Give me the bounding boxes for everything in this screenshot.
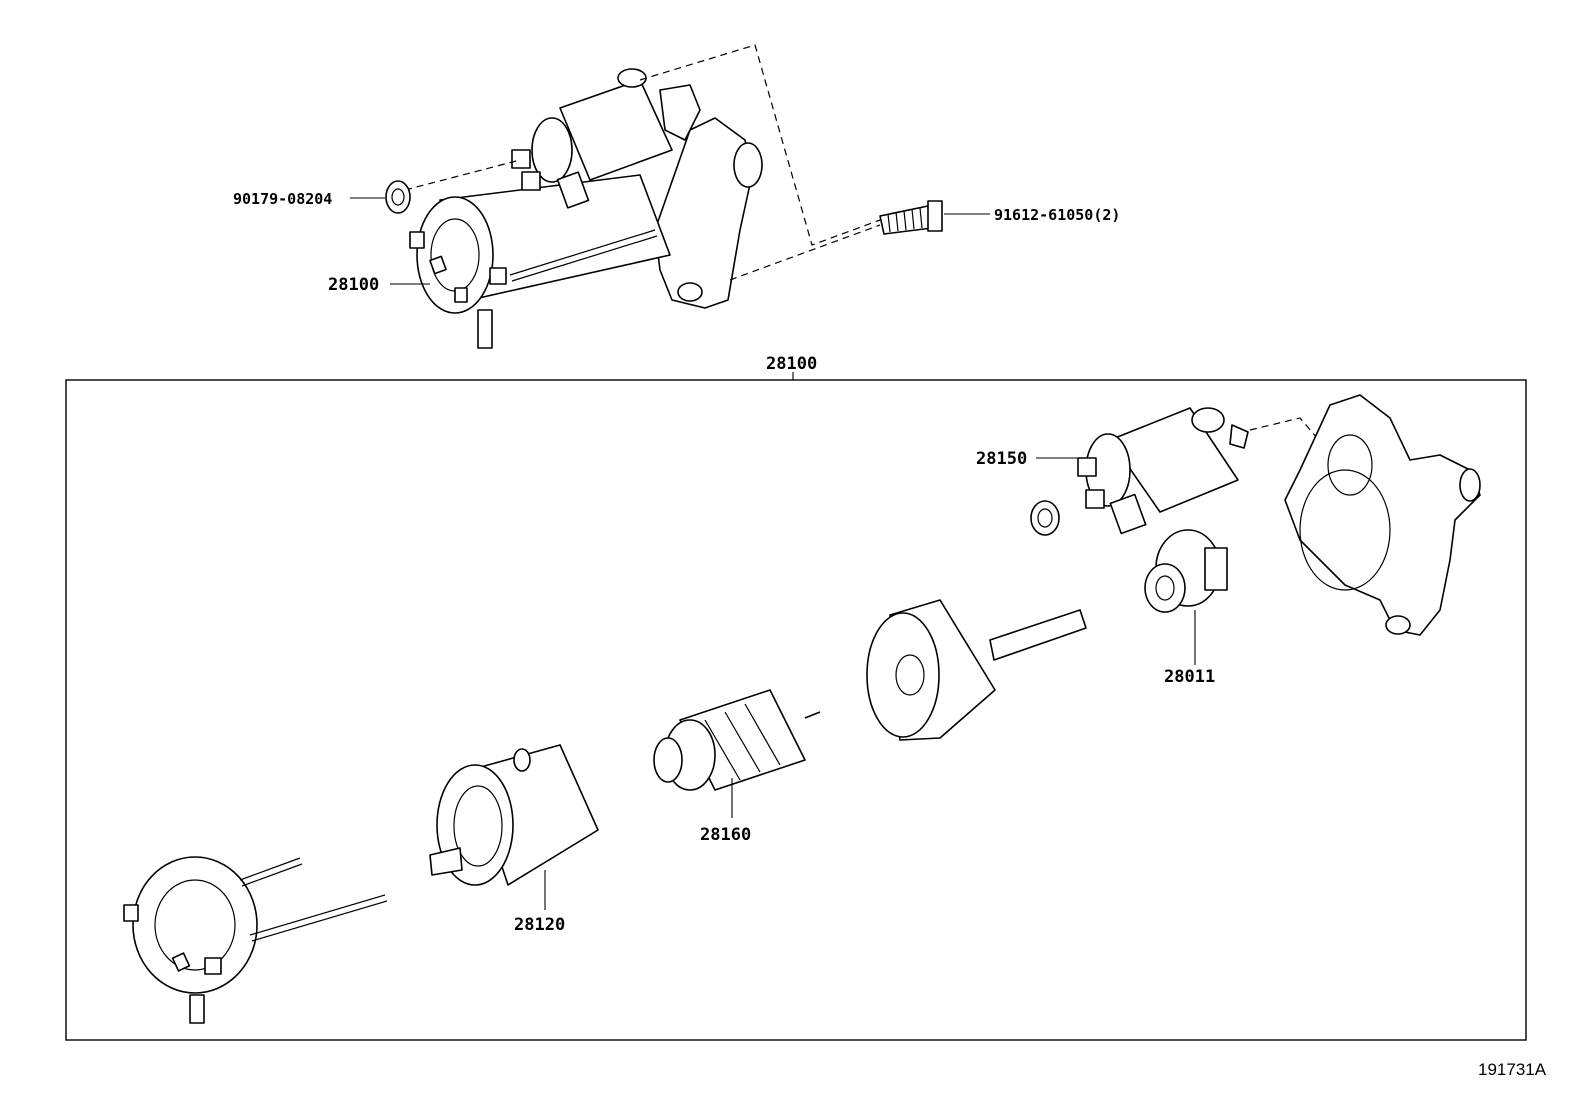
armature-28160[interactable] xyxy=(653,689,821,791)
solenoid-nut[interactable] xyxy=(1030,500,1060,536)
bolt-91612-61050[interactable] xyxy=(879,200,943,235)
label-yoke: 28120 xyxy=(514,915,565,935)
solenoid-switch-28150[interactable] xyxy=(1077,407,1249,535)
diagram-id: 191731A xyxy=(1478,1060,1547,1079)
label-armature: 28160 xyxy=(700,825,751,845)
nut-90179-08204[interactable] xyxy=(385,180,411,214)
planetary-shaft-assembly[interactable] xyxy=(866,599,1087,741)
label-bolt: 91612-61050(2) xyxy=(994,206,1120,224)
starter-assembly-drawing[interactable] xyxy=(409,68,763,349)
label-pinion-clutch: 28011 xyxy=(1164,667,1215,687)
yoke-assembly-28120[interactable] xyxy=(429,744,599,886)
label-starter-assy: 28100 xyxy=(328,275,379,295)
label-kit-header: 28100 xyxy=(766,354,817,374)
kit-frame xyxy=(65,379,1527,1041)
label-nut: 90179-08204 xyxy=(233,190,332,208)
starter-clutch-28011[interactable] xyxy=(1144,529,1228,613)
label-solenoid: 28150 xyxy=(976,449,1027,469)
drive-housing[interactable] xyxy=(1284,394,1481,636)
end-frame-with-bolts[interactable] xyxy=(123,856,388,1024)
